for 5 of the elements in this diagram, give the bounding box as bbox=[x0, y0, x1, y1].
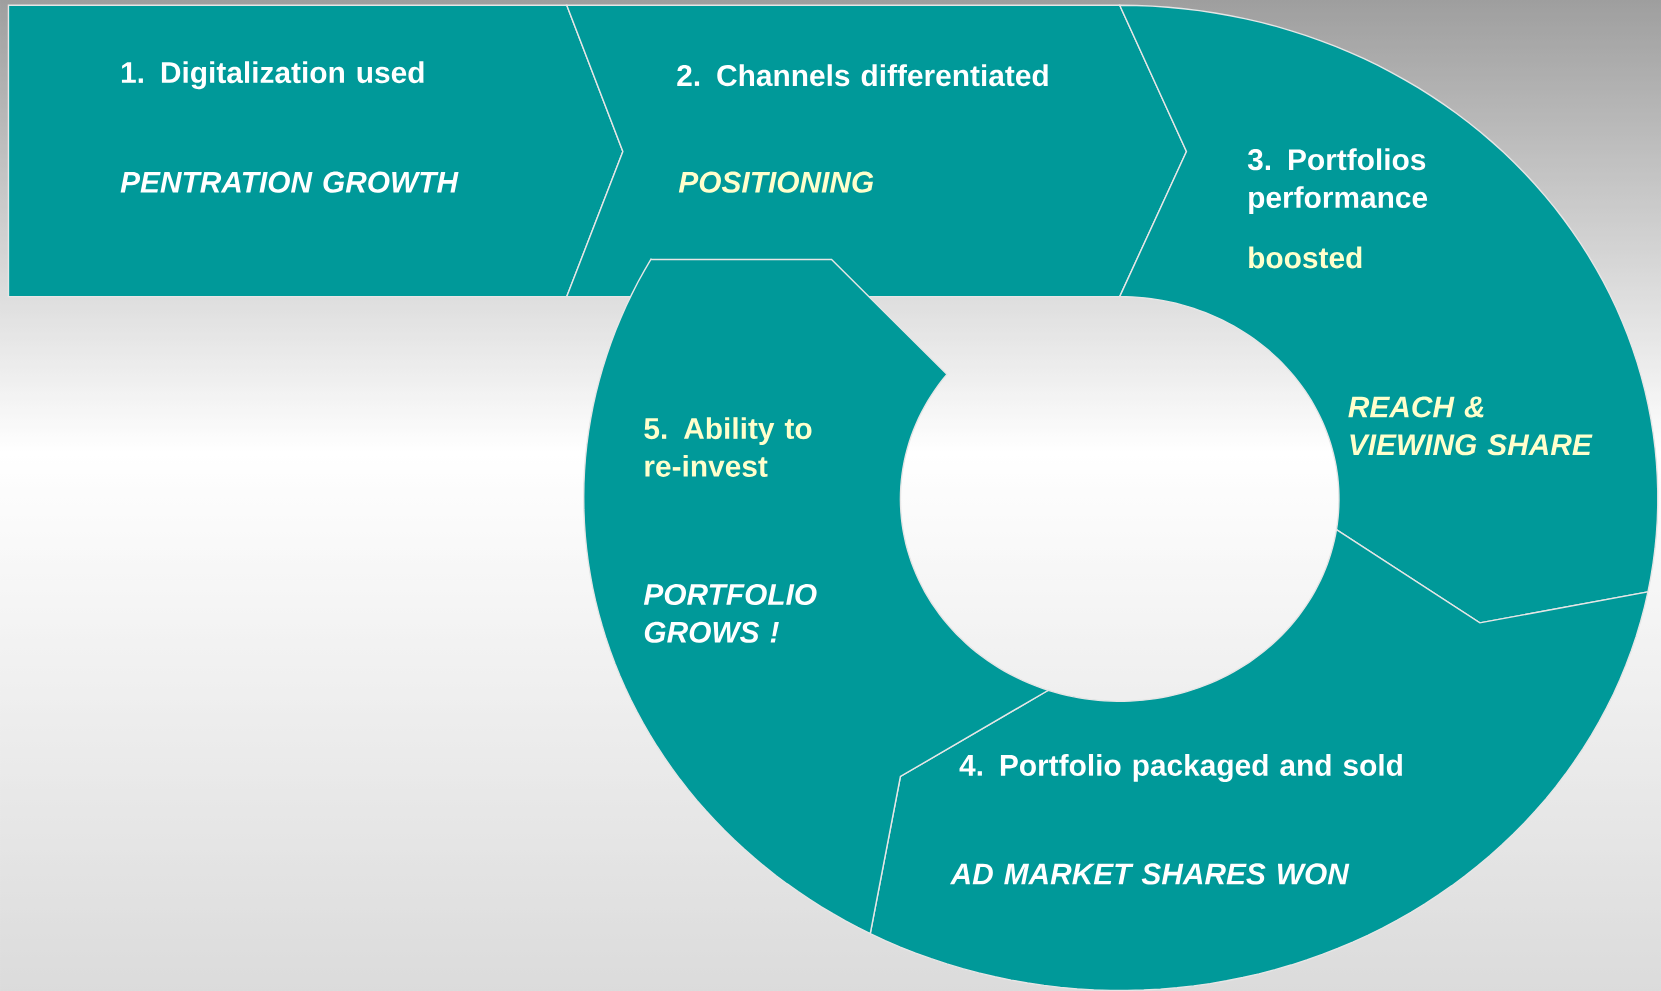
ring-segment: 3. Portfolios performance boosted REACH & VIEWING SHARE bbox=[1118, 4, 1659, 624]
node-label: boosted bbox=[1249, 246, 1362, 269]
node-label: 3. Portfolios performance bbox=[1247, 148, 1428, 214]
node-label: REACH & VIEWING SHARE bbox=[1348, 396, 1593, 456]
ring-segment: 4. Portfolio packaged and sold AD MARKET SHARES WON bbox=[869, 528, 1649, 991]
